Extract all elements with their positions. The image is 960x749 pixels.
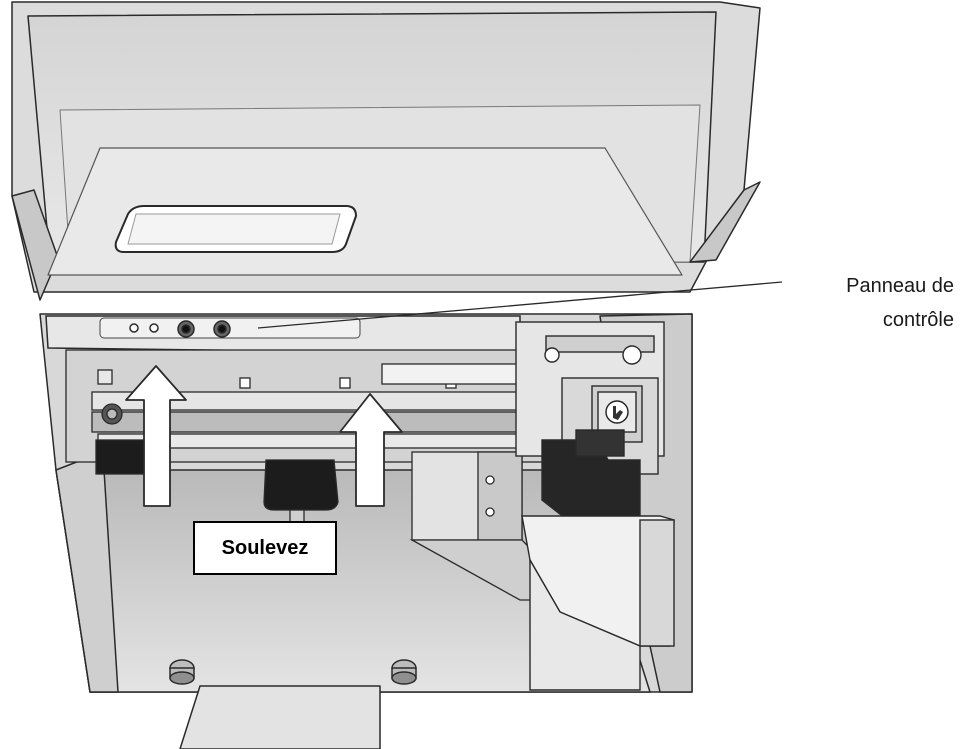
up-arrow-icon	[339, 393, 403, 507]
round-button-icon	[129, 323, 139, 333]
round-button-icon	[149, 323, 159, 333]
control-panel-label: Panneau de	[846, 275, 954, 297]
lift-label: Soulevez	[193, 521, 337, 575]
printer-lid	[11, 1, 761, 301]
callout-leader-line	[257, 281, 783, 329]
hand-icon	[605, 400, 629, 424]
control-panel	[45, 315, 521, 355]
control-panel-label-line2: contrôle	[882, 309, 954, 331]
cartridge-holder	[515, 321, 675, 691]
up-arrow-icon	[125, 365, 187, 507]
